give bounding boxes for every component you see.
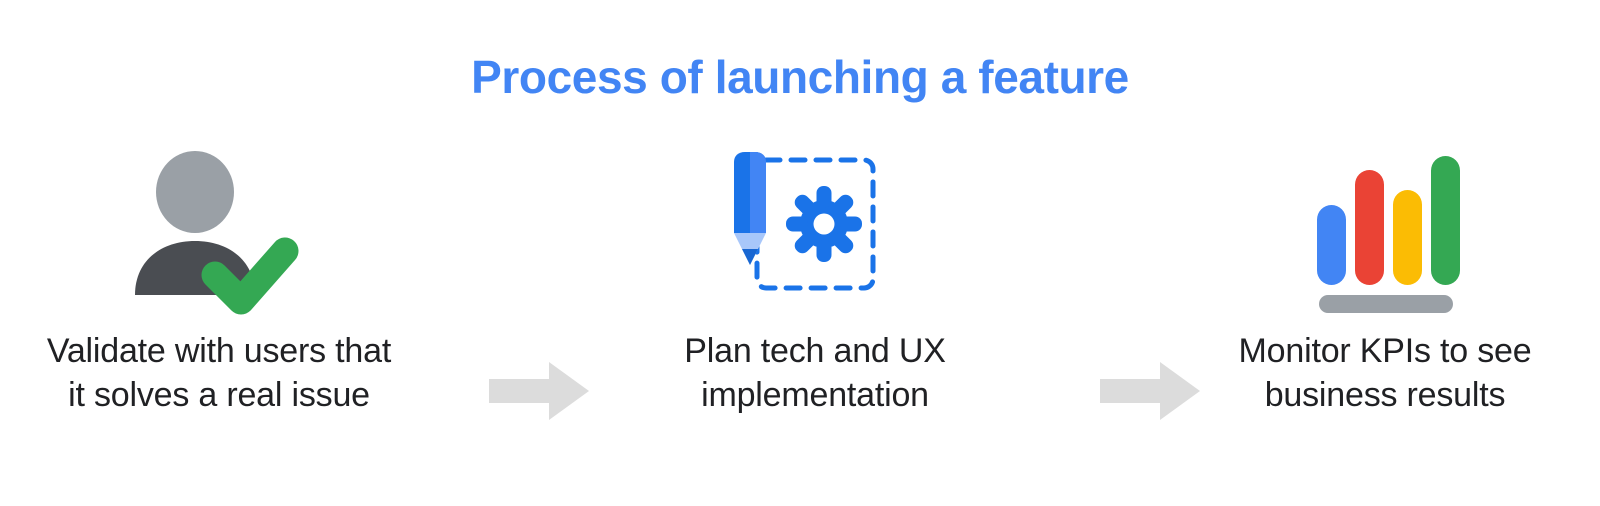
process-step-3: Monitor KPIs to see business results — [1155, 140, 1600, 460]
step-3-caption-line-1: Monitor KPIs to see — [1238, 332, 1532, 370]
process-flow: Validate with users that it solves a rea… — [0, 140, 1600, 460]
arrow-right-icon-2 — [1100, 362, 1200, 420]
bar-chart-baseline — [1319, 295, 1453, 313]
pencil-icon — [734, 152, 766, 265]
step-3-icon-wrap — [1155, 140, 1600, 330]
user-verified-icon — [135, 151, 299, 315]
step-2-icon-wrap — [585, 140, 1045, 330]
step-1-caption-line-2: it solves a real issue — [68, 375, 370, 414]
gear-icon — [786, 186, 862, 262]
step-2-caption-line-1: Plan tech and UX — [684, 332, 946, 370]
bar-chart-bar-4 — [1431, 156, 1460, 285]
process-step-1: Validate with users that it solves a rea… — [0, 140, 449, 460]
arrow-right-icon-1 — [489, 362, 589, 420]
bar-chart-bar-1 — [1317, 205, 1346, 285]
page-title: Process of launching a feature — [471, 51, 1129, 103]
bar-chart-kpi-icon — [1317, 156, 1460, 313]
step-2-caption: Plan tech and UX implementation — [595, 330, 1035, 417]
step-1-icon-wrap — [0, 140, 449, 330]
bar-chart-bar-2 — [1355, 170, 1384, 285]
step-3-caption: Monitor KPIs to see business results — [1165, 330, 1600, 417]
user-head-shape — [156, 151, 234, 233]
pencil-gear-blueprint-icon — [734, 152, 876, 291]
step-1-caption-line-1: Validate with users that — [46, 332, 392, 370]
bar-chart-bar-3 — [1393, 190, 1422, 285]
process-step-2: Plan tech and UX implementation — [585, 140, 1045, 460]
step-1-caption: Validate with users that it solves a rea… — [0, 330, 439, 417]
check-icon — [201, 237, 299, 315]
step-2-caption-line-2: implementation — [701, 375, 929, 414]
step-3-caption-line-2: business results — [1264, 375, 1506, 414]
